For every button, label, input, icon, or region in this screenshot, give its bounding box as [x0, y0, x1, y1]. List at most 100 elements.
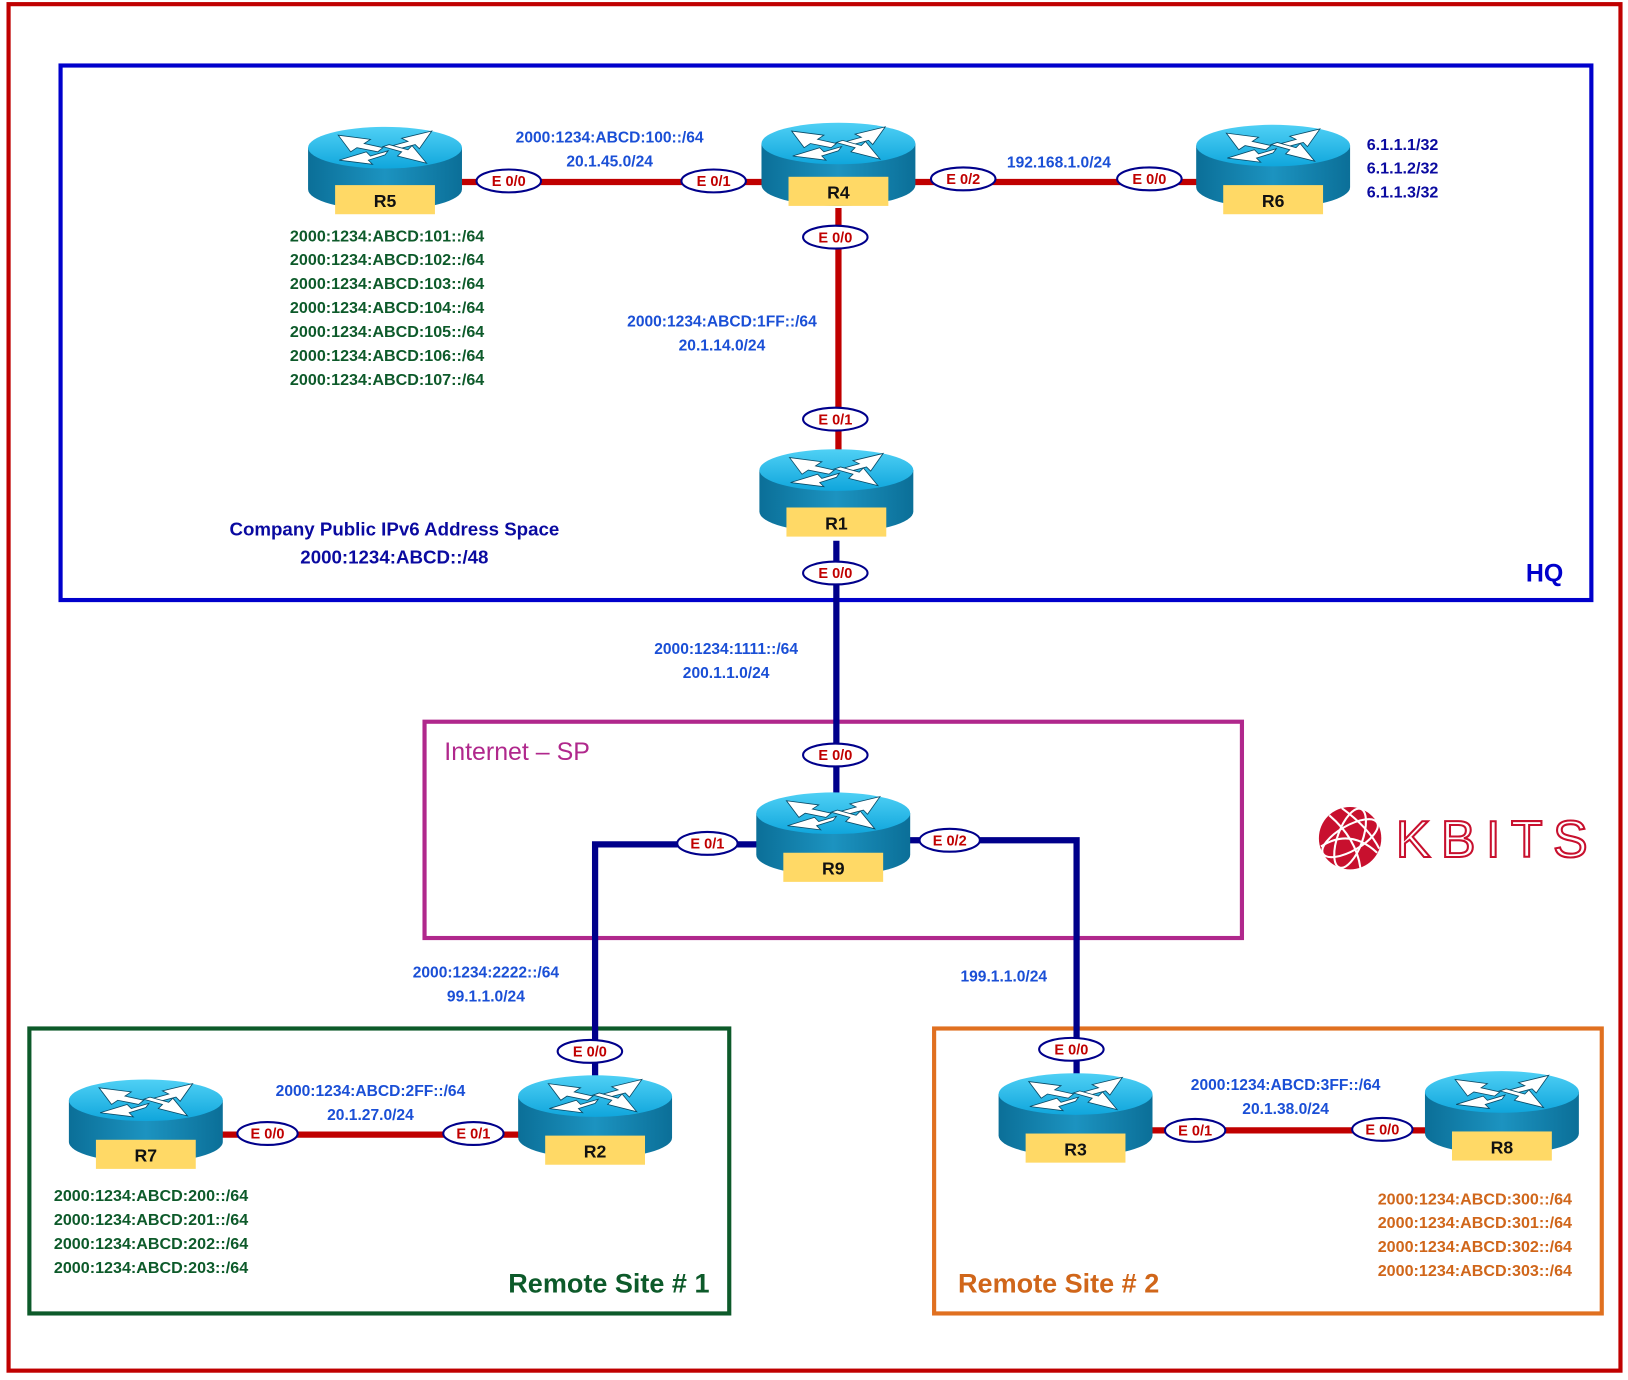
- iface-r9-e02[interactable]: E 0/2: [918, 827, 981, 853]
- loopback-r6-item: 6.1.1.3/32: [1367, 184, 1439, 202]
- subnet-r1-r9-ipv6: 2000:1234:1111::/64: [654, 641, 798, 658]
- iface-r7-e00[interactable]: E 0/0: [236, 1121, 299, 1147]
- router-label-bg: [788, 176, 889, 206]
- router-r1-label: R1: [825, 513, 848, 533]
- loopback-r5-item: 2000:1234:ABCD:103::/64: [290, 275, 484, 293]
- router-label-bg: [1452, 1131, 1552, 1161]
- site2-region: [932, 1026, 1604, 1316]
- loopback-r5-item: 2000:1234:ABCD:101::/64: [290, 227, 484, 245]
- router-r4-label: R4: [827, 183, 850, 203]
- hq-note-line2: 2000:1234:ABCD::/48: [300, 547, 488, 568]
- iface-r9-e00[interactable]: E 0/0: [802, 742, 869, 768]
- router-r2[interactable]: R2: [517, 1074, 673, 1165]
- hq-address-note: Company Public IPv6 Address Space 2000:1…: [229, 519, 559, 568]
- logo-text: KBITS: [1396, 811, 1598, 869]
- loopback-r5-item: 2000:1234:ABCD:104::/64: [290, 299, 484, 317]
- iface-label: E 0/1: [1178, 1124, 1212, 1140]
- iface-r1-e00[interactable]: E 0/0: [802, 560, 869, 586]
- router-label-bg: [545, 1135, 646, 1165]
- loopbacks-r8: 2000:1234:ABCD:300::/64 2000:1234:ABCD:3…: [1378, 1190, 1572, 1280]
- internet-title: Internet – SP: [444, 738, 590, 766]
- loopback-r5-item: 2000:1234:ABCD:106::/64: [290, 347, 484, 365]
- iface-label: E 0/0: [492, 174, 526, 190]
- iface-r3-e00[interactable]: E 0/0: [1038, 1036, 1105, 1062]
- iface-label: E 0/0: [1132, 172, 1166, 188]
- iface-label: E 0/0: [818, 230, 852, 246]
- iface-r4-e02[interactable]: E 0/2: [929, 166, 997, 192]
- router-r1[interactable]: R1: [758, 448, 914, 537]
- loopback-r8-item: 2000:1234:ABCD:300::/64: [1378, 1190, 1572, 1208]
- iface-label: E 0/2: [933, 833, 967, 849]
- router-r7[interactable]: R7: [68, 1079, 224, 1169]
- iface-r2-e00[interactable]: E 0/0: [556, 1038, 624, 1064]
- site1-title: Remote Site # 1: [508, 1269, 709, 1299]
- router-label-bg: [1025, 1133, 1126, 1163]
- loopback-r8-item: 2000:1234:ABCD:302::/64: [1378, 1238, 1572, 1256]
- loopback-r5-item: 2000:1234:ABCD:102::/64: [290, 251, 484, 269]
- router-r8[interactable]: R8: [1424, 1070, 1580, 1161]
- iface-label: E 0/1: [818, 412, 852, 428]
- router-label-bg: [1223, 185, 1324, 215]
- loopback-r7-item: 2000:1234:ABCD:201::/64: [54, 1211, 248, 1229]
- subnet-r3-r8-ipv4: 20.1.38.0/24: [1242, 1101, 1329, 1118]
- iface-label: E 0/1: [690, 837, 724, 853]
- router-r9-label: R9: [822, 859, 845, 879]
- subnet-r9-r2-ipv4: 99.1.1.0/24: [447, 988, 525, 1005]
- router-r6-label: R6: [1262, 191, 1285, 211]
- loopbacks-r6: 6.1.1.1/32 6.1.1.2/32 6.1.1.3/32: [1367, 136, 1439, 202]
- iface-label: E 0/0: [251, 1127, 285, 1143]
- iface-r2-e01[interactable]: E 0/1: [442, 1121, 505, 1147]
- router-r6[interactable]: R6: [1195, 124, 1351, 215]
- subnet-r4-r1-ipv4: 20.1.14.0/24: [679, 337, 766, 354]
- subnet-r9-r3-ipv4: 199.1.1.0/24: [960, 969, 1047, 986]
- iface-r9-e01[interactable]: E 0/1: [676, 830, 739, 856]
- subnet-r7-r2-ipv6: 2000:1234:ABCD:2FF::/64: [276, 1083, 466, 1100]
- router-r9[interactable]: R9: [755, 792, 911, 882]
- hq-title: HQ: [1526, 559, 1563, 587]
- iface-label: E 0/1: [456, 1127, 490, 1143]
- subnet-r5-r4-ipv4: 20.1.45.0/24: [566, 153, 653, 170]
- iface-r8-e00[interactable]: E 0/0: [1351, 1116, 1414, 1142]
- loopbacks-r5: 2000:1234:ABCD:101::/64 2000:1234:ABCD:1…: [290, 227, 484, 389]
- iface-label: E 0/0: [573, 1045, 607, 1061]
- loopback-r5-item: 2000:1234:ABCD:107::/64: [290, 371, 484, 389]
- iface-r6-e00[interactable]: E 0/0: [1116, 166, 1183, 192]
- hq-note-line1: Company Public IPv6 Address Space: [229, 519, 559, 540]
- iface-r5-e00[interactable]: E 0/0: [475, 168, 543, 194]
- router-r4[interactable]: R4: [761, 122, 916, 207]
- iface-r4-e01[interactable]: E 0/1: [680, 168, 747, 194]
- site2-title: Remote Site # 2: [958, 1269, 1159, 1299]
- iface-label: E 0/0: [818, 748, 852, 764]
- iface-label: E 0/0: [1365, 1123, 1399, 1139]
- loopback-r8-item: 2000:1234:ABCD:303::/64: [1378, 1262, 1572, 1280]
- globe-icon: [1318, 806, 1382, 870]
- kbits-logo: KBITS: [1318, 806, 1598, 870]
- router-label-bg: [786, 507, 887, 537]
- router-r8-label: R8: [1491, 1137, 1514, 1157]
- subnet-r5-r4-ipv6: 2000:1234:ABCD:100::/64: [516, 129, 704, 146]
- iface-r4-e00[interactable]: E 0/0: [802, 224, 869, 250]
- hq-region: [58, 63, 1594, 603]
- loopbacks-r7: 2000:1234:ABCD:200::/64 2000:1234:ABCD:2…: [54, 1187, 248, 1277]
- loopback-r7-item: 2000:1234:ABCD:203::/64: [54, 1259, 248, 1277]
- outer-border: [6, 2, 1623, 1373]
- subnet-r3-r8-ipv6: 2000:1234:ABCD:3FF::/64: [1191, 1077, 1381, 1094]
- iface-label: E 0/2: [946, 172, 980, 188]
- router-label-bg: [783, 852, 884, 882]
- router-label-bg: [335, 185, 435, 215]
- router-r3-label: R3: [1064, 1139, 1087, 1159]
- loopback-r6-item: 6.1.1.1/32: [1367, 136, 1439, 154]
- subnet-r4-r1-ipv6: 2000:1234:ABCD:1FF::/64: [627, 314, 817, 331]
- iface-r1-e01[interactable]: E 0/1: [802, 406, 869, 432]
- subnet-r7-r2-ipv4: 20.1.27.0/24: [327, 1107, 414, 1124]
- interface-labels: E 0/0 E 0/1 E 0/2 E 0/0 E 0/0 E 0/1 E 0/…: [236, 166, 1414, 1147]
- iface-label: E 0/0: [1054, 1042, 1088, 1058]
- loopback-r6-item: 6.1.1.2/32: [1367, 160, 1439, 178]
- loopback-r7-item: 2000:1234:ABCD:200::/64: [54, 1187, 248, 1205]
- router-r3[interactable]: R3: [998, 1072, 1153, 1163]
- router-r2-label: R2: [584, 1141, 607, 1161]
- loopback-r7-item: 2000:1234:ABCD:202::/64: [54, 1235, 248, 1253]
- router-r5[interactable]: R5: [307, 126, 463, 215]
- iface-r3-e01[interactable]: E 0/1: [1163, 1117, 1227, 1143]
